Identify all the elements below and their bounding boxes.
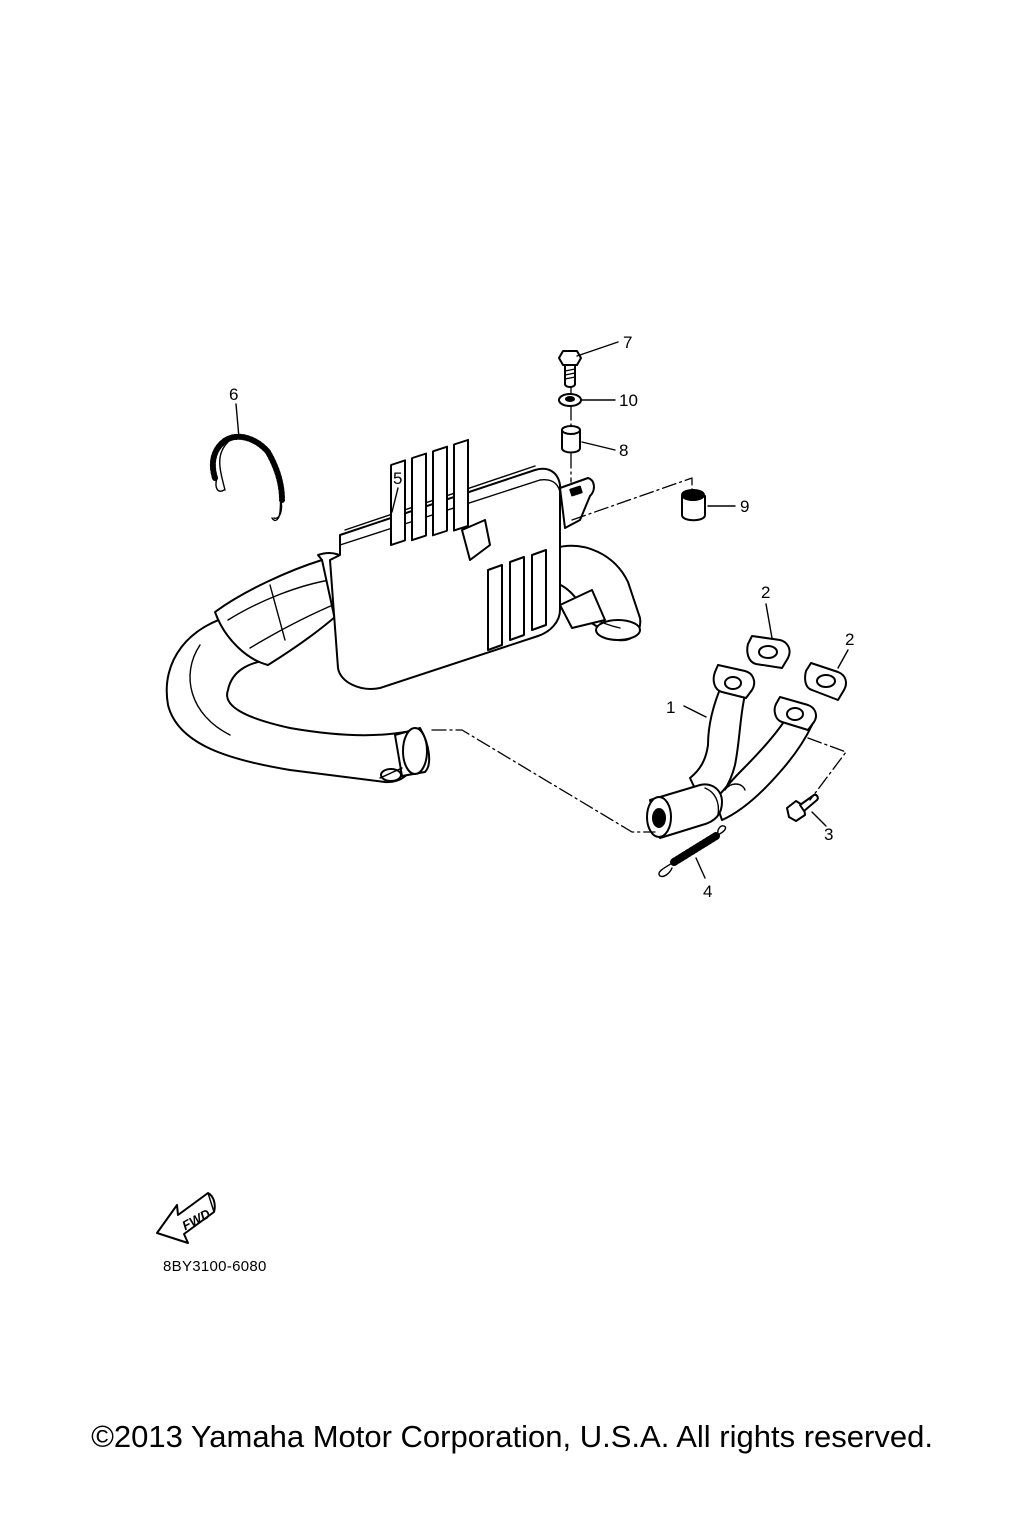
gasket-part-2-right (804, 662, 847, 701)
callout-7: 7 (623, 333, 632, 352)
alignment-line-bolt-3 (807, 737, 847, 801)
callout-8: 8 (619, 441, 628, 460)
spring-part-4 (658, 825, 727, 878)
callout-1: 1 (666, 698, 675, 717)
callout-2-left: 2 (761, 583, 770, 602)
alignment-line-bracket-to-damper (571, 477, 693, 521)
callout-labels: 7 10 8 9 6 5 2 2 1 3 4 (229, 333, 854, 901)
bolt-part-3 (786, 793, 819, 822)
drawing-code: 8BY3100-6080 (163, 1258, 267, 1275)
spring-hook-part-6 (209, 433, 285, 522)
washer-part-10 (558, 393, 582, 407)
callout-6: 6 (229, 385, 238, 404)
callout-leaders (235, 341, 849, 879)
damper-part-9 (681, 489, 706, 522)
muffler-assembly (165, 438, 642, 784)
callout-9: 9 (740, 497, 749, 516)
gasket-part-2-left (746, 635, 791, 669)
callout-4: 4 (703, 882, 712, 901)
copyright-notice: ©2013 Yamaha Motor Corporation, U.S.A. A… (91, 1419, 933, 1454)
exhaust-pipe-part-1 (646, 664, 817, 839)
fwd-direction-arrow-icon: FWD (156, 1192, 216, 1244)
callout-3: 3 (824, 825, 833, 844)
callout-2-right: 2 (845, 630, 854, 649)
collar-part-8 (561, 425, 581, 454)
alignment-line-pipe-to-collector (431, 729, 656, 833)
callout-10: 10 (619, 391, 638, 410)
muffler-heat-shield-fins (390, 438, 469, 547)
callout-5: 5 (393, 469, 402, 488)
